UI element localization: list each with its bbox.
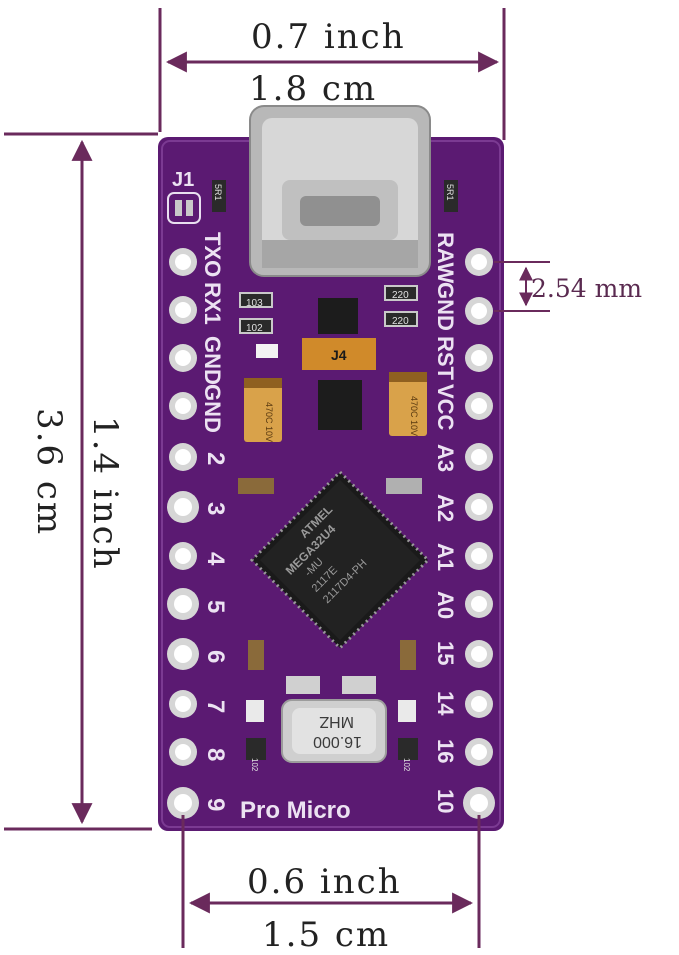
- cap-right-label: 470C 10V: [409, 396, 419, 436]
- pin-label-4: 4: [202, 552, 229, 566]
- pin-label-8: 8: [202, 748, 229, 761]
- resistor-220a-label: 220: [392, 290, 409, 301]
- dimension-lines: [4, 8, 550, 948]
- pin-label-5: 5: [202, 600, 229, 613]
- j1-jumper: [167, 192, 201, 224]
- board-title: Pro Micro: [240, 797, 351, 824]
- top-inch-label: 0.7 inch: [251, 17, 406, 57]
- left-pin-header: [167, 248, 199, 819]
- pin-label-7: 7: [202, 700, 229, 713]
- smd-components: [212, 180, 458, 760]
- pin-label-a1: A1: [433, 543, 458, 571]
- tantalum-capacitors: [244, 372, 427, 442]
- silkscreen-labels: J1 TXO RX1 GND GND 2 3 4 5 6 7 8 9 RAW G…: [172, 169, 458, 824]
- pin-label-15: 15: [433, 641, 458, 665]
- pin-label-10: 10: [433, 789, 458, 813]
- resistor-220b-label: 220: [392, 316, 409, 327]
- label-raw: RAW: [433, 232, 458, 284]
- cap-left-label: 470C 10V: [264, 402, 274, 442]
- label-gnd-2: GND: [200, 384, 225, 433]
- resistor-102-bottom-right: 102: [402, 758, 411, 772]
- bottom-inch-label: 0.6 inch: [247, 862, 402, 902]
- pin-label-2: 2: [202, 452, 229, 465]
- label-txo: TXO: [200, 232, 225, 277]
- right-pin-header: [463, 248, 495, 819]
- crystal-freq: 16.000: [313, 733, 362, 750]
- label-rst: RST: [433, 336, 458, 381]
- pin-label-6: 6: [202, 650, 229, 663]
- resistor-103-label: 103: [246, 298, 263, 309]
- atmega32u4-chip: [249, 469, 431, 651]
- label-gnd-3: GND: [433, 282, 458, 331]
- pin-label-14: 14: [433, 691, 458, 716]
- resistor-5r1b-label: 5R1: [445, 184, 455, 201]
- side-cm-label: 3.6 cm: [29, 408, 69, 536]
- label-rx1: RX1: [200, 282, 225, 325]
- resistor-5r1a-label: 5R1: [213, 184, 223, 201]
- dimension-labels: 0.7 inch 1.8 cm 1.4 inch 3.6 cm 2.54 mm …: [29, 17, 642, 955]
- ic-j4-label: J4: [331, 347, 347, 363]
- pin-label-9: 9: [202, 798, 229, 811]
- j1-label: J1: [172, 169, 194, 191]
- pin-label-16: 16: [433, 739, 458, 763]
- resistor-102-label: 102: [246, 323, 263, 334]
- resistor-102-bottom-left: 102: [250, 758, 259, 772]
- pin-label-3: 3: [202, 502, 229, 515]
- pin-label-a2: A2: [433, 494, 458, 522]
- label-gnd-1: GND: [200, 336, 225, 385]
- top-cm-label: 1.8 cm: [249, 69, 377, 109]
- crystal-oscillator: [281, 699, 387, 763]
- pitch-label: 2.54 mm: [531, 274, 642, 303]
- pin-label-a3: A3: [433, 444, 458, 472]
- pin-label-a0: A0: [433, 591, 458, 619]
- bottom-cm-label: 1.5 cm: [262, 915, 390, 951]
- usb-c-connector: [249, 105, 431, 277]
- side-inch-label: 1.4 inch: [85, 416, 125, 571]
- crystal-unit: MHZ: [319, 713, 354, 730]
- crystal-markings: 16.000 MHZ: [313, 713, 362, 750]
- label-vcc: VCC: [433, 384, 458, 431]
